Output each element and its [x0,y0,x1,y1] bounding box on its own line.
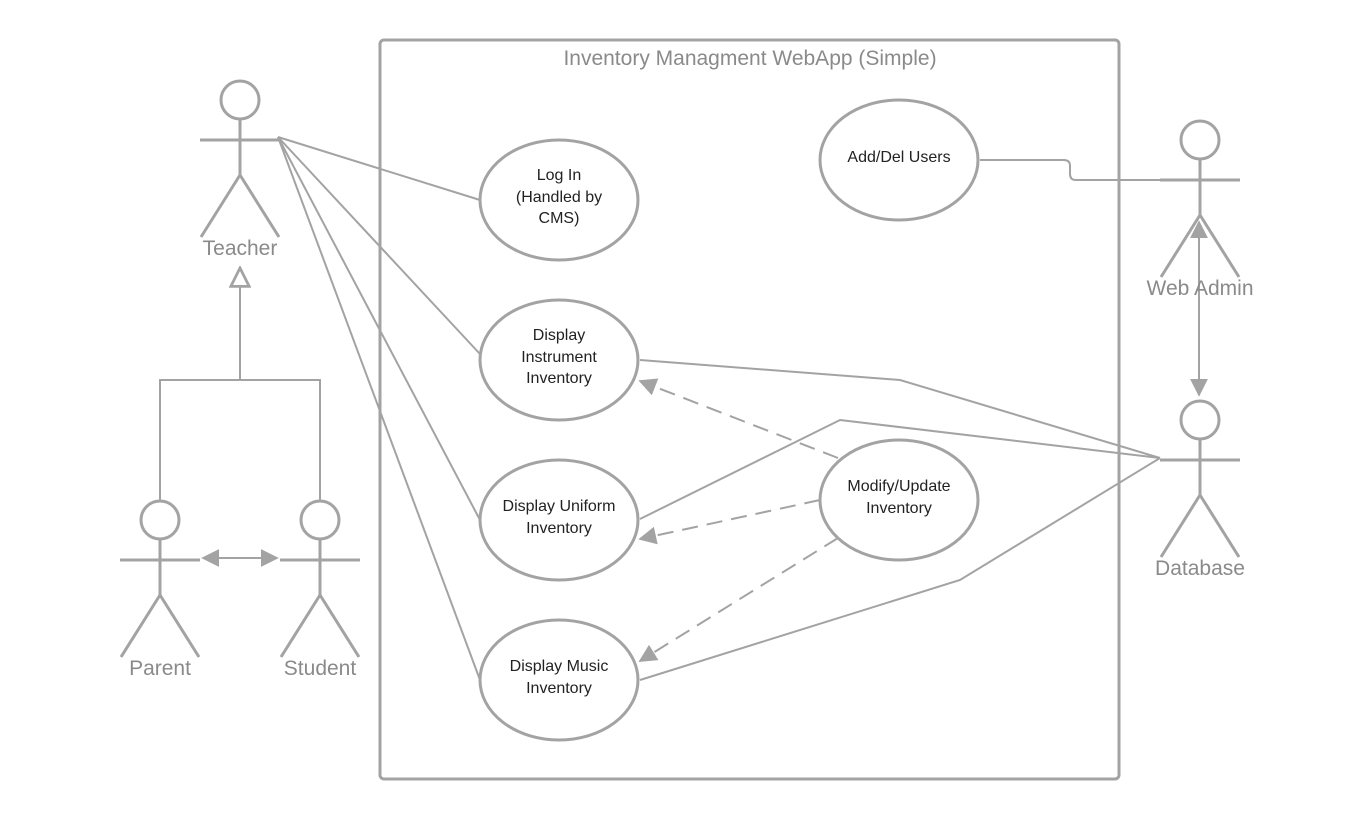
actor-teacher: Teacher [199,79,281,260]
use-case-add-del-users-line1: Add/Del Users [847,149,950,166]
actor-database: Database [1155,399,1245,580]
actor-web-admin: Web Admin [1147,119,1254,300]
actor-database-label: Database [1155,557,1245,580]
use-case-display-uniform-line1: Display Uniform [503,498,616,515]
use-case-add-del-users: Add/Del Users [818,98,980,222]
use-case-login-line2: (Handled by [516,189,602,206]
actor-student: Student [279,499,361,680]
use-case-display-instrument: Display Instrument Inventory [478,298,640,422]
system-title: Inventory Managment WebApp (Simple) [563,47,936,70]
use-case-display-instrument-line3: Inventory [526,370,592,387]
use-case-display-instrument-line1: Display [533,327,585,344]
use-case-display-music-line2: Inventory [526,680,592,697]
actor-web-admin-label: Web Admin [1147,277,1254,300]
modify-dependencies [638,378,839,662]
use-case-login: Log In (Handled by CMS) [478,138,640,262]
use-case-display-music-line1: Display Music [510,658,609,675]
use-case-modify-update: Modify/Update Inventory [818,438,980,562]
actor-parent: Parent [119,499,201,680]
add-del-users-association [980,159,1160,181]
teacher-associations [277,136,481,681]
database-associations [639,359,1161,681]
use-case-modify-update-line1: Modify/Update [847,478,950,495]
actor-parent-label: Parent [129,657,191,680]
use-case-display-instrument-line2: Instrument [521,349,597,366]
use-case-display-uniform: Display Uniform Inventory [478,458,640,582]
use-case-login-line1: Log In [537,167,581,184]
actor-teacher-label: Teacher [203,237,278,260]
generalization-connector [159,268,321,500]
actor-student-label: Student [284,657,357,680]
use-case-login-line3: CMS) [539,210,580,227]
use-case-display-music: Display Music Inventory [478,618,640,742]
use-case-modify-update-line2: Inventory [866,500,932,517]
use-case-display-uniform-line2: Inventory [526,520,592,537]
